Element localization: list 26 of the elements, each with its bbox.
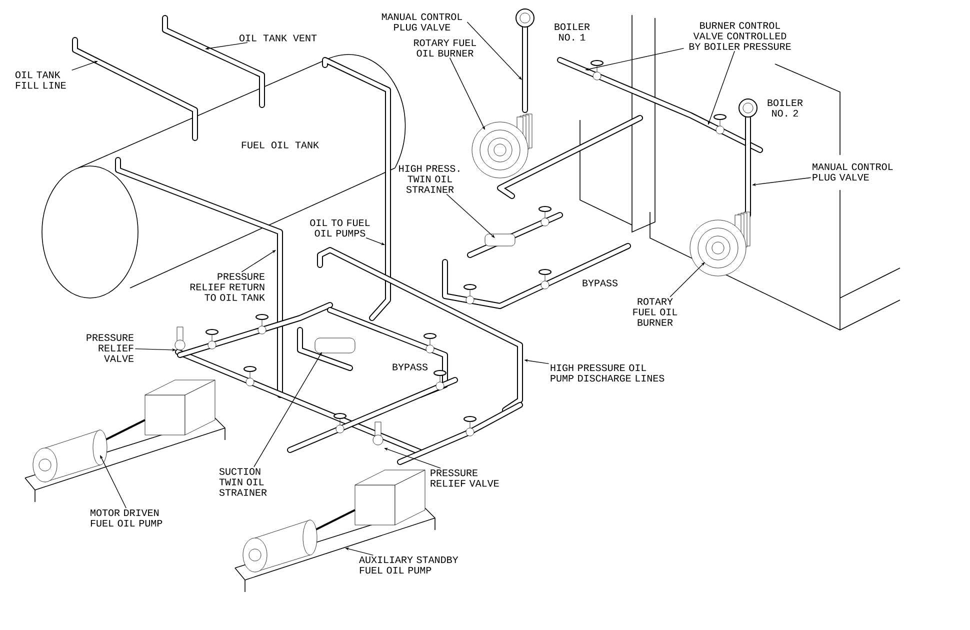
callout-label: HIGH PRESSURE OIL PUMP DISCHARGE LINES bbox=[550, 364, 664, 382]
callout-label: MOTOR DRIVEN FUEL OIL PUMP bbox=[90, 509, 162, 527]
part-label: BOILER NO. 1 bbox=[554, 23, 590, 41]
callout-label: OIL TANK FILL LINE bbox=[16, 71, 66, 89]
leader-line bbox=[670, 262, 705, 298]
callout-label: ROTARY FUEL OIL BURNER bbox=[633, 298, 678, 326]
callout-label: PRESSURE RELIEF VALVE bbox=[430, 469, 499, 487]
callout-label: BURNER CONTROL VALVE CONTROLLED BY BOILER PRESSURE bbox=[689, 22, 791, 50]
callout-label: MANUAL CONTROL PLUG VALVE bbox=[382, 13, 462, 31]
callout-label: MANUAL CONTROL PLUG VALVE bbox=[812, 163, 893, 181]
callout-label: OIL TO FUEL OIL PUMPS bbox=[310, 219, 370, 237]
callout-label: ROTARY FUEL OIL BURNER bbox=[414, 39, 476, 57]
callout-label: AUXILIARY STANDBY FUEL OIL PUMP bbox=[359, 556, 458, 574]
leader-line bbox=[241, 250, 276, 272]
part-label: BYPASS bbox=[392, 364, 428, 370]
callout-label: HIGH PRESS. TWIN OIL STRAINER bbox=[399, 165, 460, 193]
part-label: FUEL OIL TANK bbox=[242, 142, 319, 148]
part-label: BOILER NO. 2 bbox=[768, 99, 803, 117]
callout-label: OIL TANK VENT bbox=[240, 34, 317, 42]
leader-line bbox=[446, 194, 495, 238]
leader-line bbox=[466, 22, 522, 80]
leader-line bbox=[254, 352, 322, 468]
callout-label: SUCTION TWIN OIL STRAINER bbox=[219, 468, 267, 496]
callout-label: PRESSURE RELIEF RETURN TO OIL TANK bbox=[190, 273, 265, 301]
part-label: BYPASS bbox=[582, 280, 618, 286]
callout-label: PRESSURE RELIEF VALVE bbox=[86, 334, 134, 362]
